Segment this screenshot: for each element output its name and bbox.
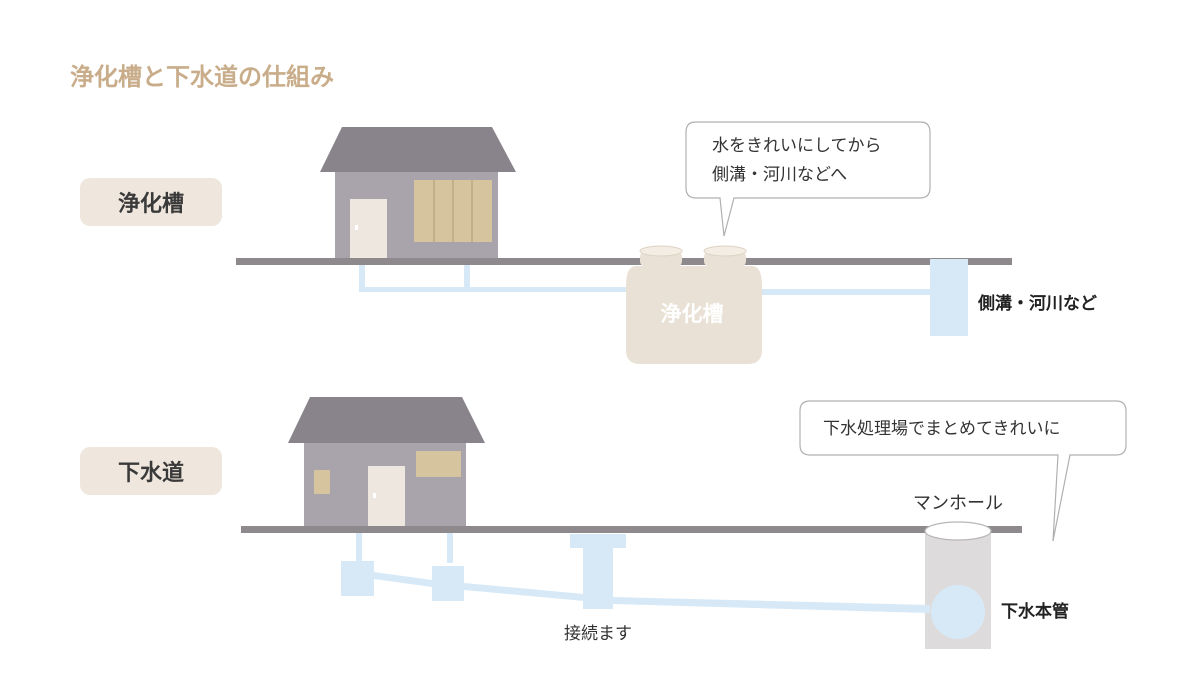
drain-pipe-sewer [341, 533, 985, 639]
drain-pipe-septic [359, 259, 968, 336]
page-title: 浄化槽と下水道の仕組み [70, 63, 334, 91]
sewer-label-box [80, 447, 222, 495]
house-roof [320, 127, 516, 172]
callout-sewer-text: 下水処理場でまとめてきれいに [823, 419, 1061, 439]
door-knob [355, 225, 358, 230]
connection-box [570, 534, 626, 548]
outlet-label: 側溝・河川など [977, 293, 1097, 314]
main-pipe-label: 下水本管 [1001, 601, 1069, 622]
ground-line-sewer [241, 526, 1022, 533]
manhole-label: マンホール [913, 493, 1003, 514]
ground-line-septic [236, 258, 1012, 265]
house-sewer [288, 397, 485, 526]
house-window [416, 451, 461, 477]
connection-label: 接続ます [564, 624, 632, 644]
house-septic [320, 127, 516, 258]
septic-tank [626, 245, 762, 364]
callout-septic [685, 121, 931, 237]
house-roof [288, 397, 485, 443]
callout-sewer [799, 400, 1127, 542]
callout-septic-line-2: 側溝・河川などへ [712, 165, 847, 185]
main-pipe [931, 585, 985, 639]
house-window-small [314, 470, 330, 494]
septic-label: 浄化槽 [118, 191, 184, 217]
septic-label-box [80, 178, 222, 226]
septic-tank-label: 浄化槽 [661, 302, 724, 326]
sewer-label: 下水道 [118, 460, 184, 486]
callout-septic-line-1: 水をきれいにしてから [712, 136, 882, 156]
door-knob [373, 493, 376, 498]
